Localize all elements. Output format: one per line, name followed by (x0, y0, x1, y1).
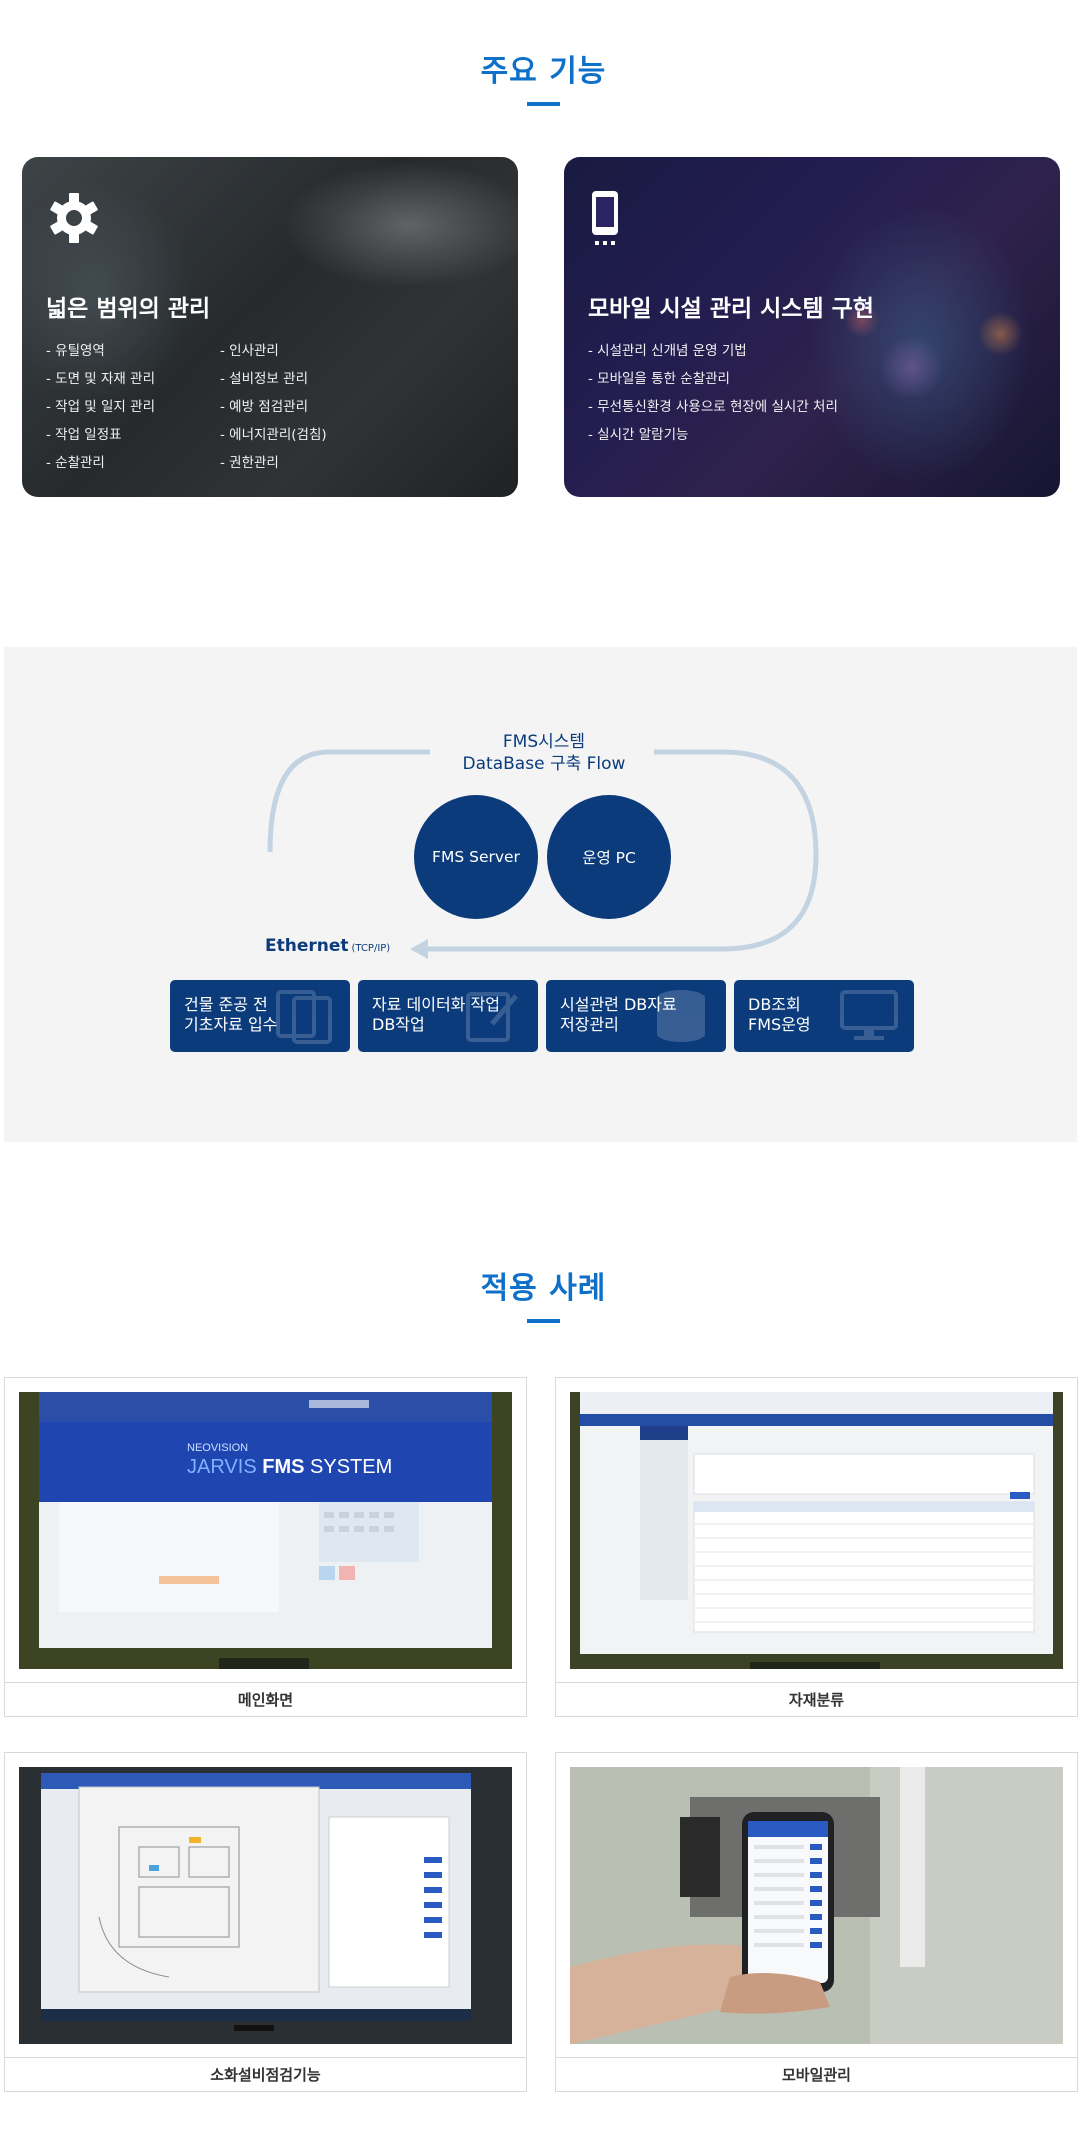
flow-step-1: 건물 준공 전 기초자료 입수 (170, 980, 350, 1052)
flow-step-label: 자료 데이터화 작업 DB작업 (372, 995, 500, 1034)
case-card-main-screen[interactable]: NEOVISION JARVIS FMS SYSTEM 메인화면 (4, 1377, 527, 1717)
list-item: 도면 및 자재 관리 (46, 365, 155, 393)
database-icon (657, 990, 705, 1042)
mobile-photo-illustration (570, 1767, 1063, 2044)
list-item: 시설관리 신개념 운영 기법 (588, 337, 838, 365)
feature-card-mobile: 모바일 시설 관리 시스템 구현 시설관리 신개념 운영 기법 모바일을 통한 … (564, 157, 1060, 497)
screen-title: JARVIS FMS SYSTEM (187, 1456, 392, 1479)
features-title-underline (527, 102, 560, 106)
cases-title-underline (527, 1319, 560, 1323)
ethernet-label: Ethernet(TCP/IP) (265, 936, 390, 956)
list-item: 권한관리 (220, 449, 327, 477)
case-card-fire-inspection[interactable]: 소화설비점검기능 (4, 1752, 527, 2092)
list-item: 인사관리 (220, 337, 327, 365)
flow-title-line1: FMS시스템 (502, 732, 586, 752)
case-photo (19, 1767, 512, 2044)
list-item: 실시간 알람기능 (588, 421, 838, 449)
case-caption: 소화설비점검기능 (5, 2057, 526, 2091)
list-item: 에너지관리(검침) (220, 421, 326, 449)
flow-title: FMS시스템 DataBase 구축 Flow (394, 731, 694, 775)
list-item: 무선통신환경 사용으로 현장에 실시간 처리 (588, 393, 838, 421)
feature-list-col1: 유틸영역 도면 및 자재 관리 작업 및 일지 관리 작업 일정표 순찰관리 (46, 337, 155, 477)
case-card-mobile-management[interactable]: 모바일관리 (555, 1752, 1078, 2092)
feature-card-wide-management: 넓은 범위의 관리 유틸영역 도면 및 자재 관리 작업 및 일지 관리 작업 … (22, 157, 518, 497)
flow-step-label: DB조회 FMS운영 (748, 995, 811, 1034)
case-photo: NEOVISION JARVIS FMS SYSTEM (19, 1392, 512, 1669)
card-title: 넓은 범위의 관리 (46, 296, 211, 322)
flow-step-label: 건물 준공 전 기초자료 입수 (184, 995, 278, 1034)
fms-server-circle: FMS Server (414, 795, 538, 919)
feature-list: 시설관리 신개념 운영 기법 모바일을 통한 순찰관리 무선통신환경 사용으로 … (588, 337, 838, 449)
flow-arc-diagram (267, 749, 819, 959)
flow-step-4: DB조회 FMS운영 (734, 980, 914, 1052)
db-flow-section: FMS시스템 DataBase 구축 Flow FMS Server 운영 PC… (4, 647, 1077, 1142)
monitor-icon (840, 990, 898, 1040)
case-caption: 메인화면 (5, 1682, 526, 1716)
list-item: 모바일을 통한 순찰관리 (588, 365, 838, 393)
edit-document-icon (466, 992, 518, 1042)
screen-title-jarvis: JARVIS (187, 1456, 257, 1478)
ethernet-text: Ethernet (265, 936, 349, 956)
case-card-material-classification[interactable]: 자재분류 (555, 1377, 1078, 1717)
ethernet-subtext: (TCP/IP) (351, 943, 391, 954)
list-item: 유틸영역 (46, 337, 155, 365)
case-caption: 모바일관리 (556, 2057, 1077, 2091)
cases-title: 적용 사례 (480, 1271, 607, 1306)
screen-title-fms: FMS (262, 1456, 305, 1478)
list-item: 순찰관리 (46, 449, 155, 477)
monitor-screen-illustration (19, 1767, 512, 2044)
screen-brand: NEOVISION (187, 1442, 249, 1454)
flow-step-2: 자료 데이터화 작업 DB작업 (358, 980, 538, 1052)
case-photo (570, 1767, 1063, 2044)
flow-title-line2: DataBase 구축 Flow (462, 754, 626, 774)
features-title: 주요 기능 (480, 54, 607, 89)
case-caption: 자재분류 (556, 1682, 1077, 1716)
screen-title-system: SYSTEM (310, 1456, 393, 1478)
list-item: 작업 및 일지 관리 (46, 393, 155, 421)
list-item: 설비정보 관리 (220, 365, 327, 393)
list-item: 예방 점검관리 (220, 393, 327, 421)
gear-icon (50, 193, 98, 243)
flow-step-label: 시설관련 DB자료 저장관리 (560, 995, 677, 1034)
card-title: 모바일 시설 관리 시스템 구현 (588, 296, 874, 322)
operation-pc-circle: 운영 PC (547, 795, 671, 919)
list-item: 작업 일정표 (46, 421, 155, 449)
case-photo (570, 1392, 1063, 1669)
monitor-screen-illustration (19, 1392, 512, 1669)
feature-list-col2: 인사관리 설비정보 관리 예방 점검관리 에너지관리(검침) 권한관리 (220, 337, 327, 477)
monitor-screen-illustration (570, 1392, 1063, 1669)
mobile-phone-icon (592, 191, 618, 245)
flow-step-3: 시설관련 DB자료 저장관리 (546, 980, 726, 1052)
documents-icon (276, 990, 332, 1044)
